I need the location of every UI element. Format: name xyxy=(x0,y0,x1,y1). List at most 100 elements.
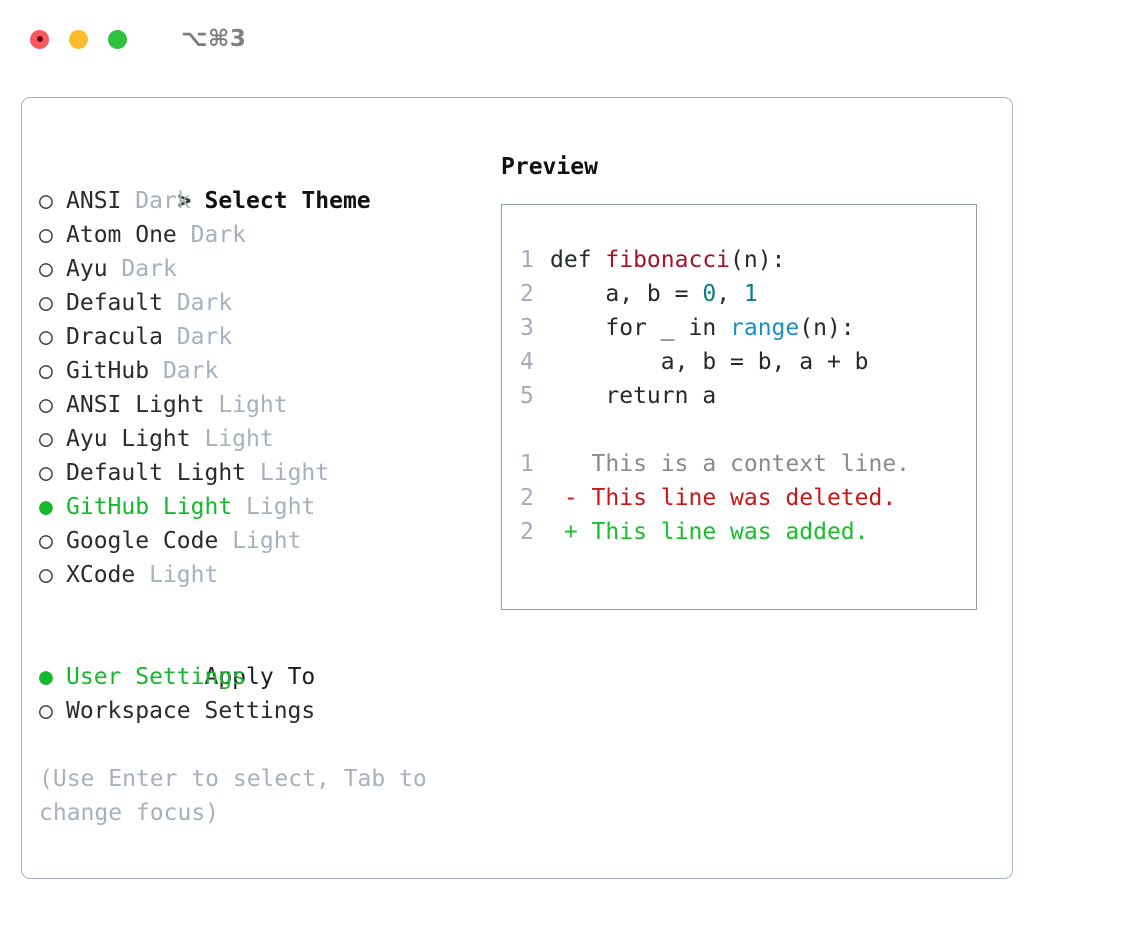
radio-unselected-icon: ○ xyxy=(39,528,53,554)
theme-option-label: ANSI Light xyxy=(66,392,205,418)
radio-unselected-icon: ○ xyxy=(39,358,53,384)
code-line-number: 3 xyxy=(520,315,534,341)
theme-option-label: ANSI xyxy=(66,188,122,214)
minimize-window-icon[interactable] xyxy=(69,29,88,49)
diff-line-text: This is a context line. xyxy=(591,451,911,477)
code-token-plain: (n): xyxy=(799,315,855,341)
close-window-icon[interactable] xyxy=(30,29,49,49)
radio-unselected-icon: ○ xyxy=(39,290,53,316)
radio-unselected-icon: ○ xyxy=(39,562,53,588)
keyboard-hint-text: (Use Enter to select, Tab to change focu… xyxy=(39,766,441,826)
theme-option-label: Google Code xyxy=(66,528,219,554)
code-token-plain: (n): xyxy=(730,247,786,273)
apply-to-header-label: Apply To xyxy=(204,664,316,690)
theme-option-default[interactable]: ○Default Dark xyxy=(39,286,489,320)
code-token-plain: def xyxy=(550,247,606,273)
code-line-number: 1 xyxy=(520,247,534,273)
theme-option-label: Default Light xyxy=(66,460,247,486)
theme-option-ansi[interactable]: ○ANSI Dark xyxy=(39,184,489,218)
apply-to-header: Apply To xyxy=(39,626,489,690)
theme-option-category: Light xyxy=(259,460,330,486)
theme-option-category: Dark xyxy=(135,188,191,214)
select-theme-header: >Select Theme xyxy=(39,150,489,214)
diff-sign: + xyxy=(550,519,592,545)
code-token-plain: for _ in xyxy=(550,315,731,341)
theme-selector-column: >Select Theme ○ANSI Dark○Atom One Dark○A… xyxy=(39,150,489,830)
theme-option-category: Dark xyxy=(162,358,219,384)
spacer-before-apply-to xyxy=(39,592,489,626)
select-theme-header-label: Select Theme xyxy=(204,188,371,214)
theme-option-dracula[interactable]: ○ Dracula Dark xyxy=(39,320,489,354)
theme-option-category: Light xyxy=(232,528,302,554)
radio-selected-icon: ● xyxy=(39,664,53,690)
code-token-num: 0 xyxy=(702,281,717,307)
code-line: 2 a, b = 0, 1 xyxy=(520,277,976,311)
theme-list: ○ANSI Dark○Atom One Dark○Ayu Dark○Defaul… xyxy=(39,184,489,592)
diff-sample-block: 1 This is a context line.2 - This line w… xyxy=(520,447,976,549)
code-token-plain: a, b = xyxy=(550,281,703,307)
keyboard-shortcut-label: ⌥⌘3 xyxy=(181,26,247,52)
maximize-window-icon[interactable] xyxy=(108,29,127,49)
theme-option-label: Ayu xyxy=(66,256,108,282)
apply-to-option-user-settings[interactable]: ● User Settings xyxy=(39,660,489,694)
theme-option-label: GitHub Light xyxy=(66,494,233,520)
theme-option-category: Dark xyxy=(176,324,233,350)
apply-to-option-label: User Settings xyxy=(66,664,247,690)
theme-option-atom-one[interactable]: ○ Atom One Dark xyxy=(39,218,489,252)
code-token-func: fibonacci xyxy=(605,247,731,273)
theme-option-category: Light xyxy=(204,426,274,452)
code-token-plain: , xyxy=(716,281,744,307)
theme-option-category: Dark xyxy=(190,222,247,248)
apply-to-option-label: Workspace Settings xyxy=(66,698,316,724)
radio-unselected-icon: ○ xyxy=(39,222,53,248)
theme-option-xcode[interactable]: ○ XCode Light xyxy=(39,558,489,592)
title-bar: ⌥⌘3 xyxy=(0,0,1140,78)
code-line-number: 4 xyxy=(520,349,534,375)
diff-line-number: 2 xyxy=(520,519,534,545)
diff-line-ctx: 1 This is a context line. xyxy=(520,447,976,481)
code-line-number: 5 xyxy=(520,383,534,409)
theme-option-github[interactable]: ○ GitHub Dark xyxy=(39,354,489,388)
radio-unselected-icon: ○ xyxy=(39,392,53,418)
theme-option-label: Atom One xyxy=(66,222,177,248)
code-token-built: range xyxy=(730,315,800,341)
theme-option-github-light[interactable]: ●GitHub Light Light xyxy=(39,490,489,524)
radio-unselected-icon: ○ xyxy=(39,256,53,282)
apply-to-option-workspace-settings[interactable]: ○Workspace Settings xyxy=(39,694,489,728)
code-token-plain: return a xyxy=(550,383,717,409)
window-controls xyxy=(30,29,127,49)
theme-option-label: Dracula xyxy=(66,324,163,350)
theme-option-category: Light xyxy=(149,562,219,588)
diff-line-text: This line was added. xyxy=(591,519,869,545)
code-line: 1 def fibonacci(n): xyxy=(520,243,976,277)
spacer-before-hint xyxy=(39,728,489,762)
diff-sign: - xyxy=(550,485,592,511)
theme-option-google-code[interactable]: ○ Google Code Light xyxy=(39,524,489,558)
radio-selected-icon: ● xyxy=(39,494,53,520)
theme-option-label: GitHub xyxy=(66,358,150,384)
theme-option-category: Light xyxy=(218,392,288,418)
theme-option-ayu-light[interactable]: ○Ayu Light Light xyxy=(39,422,489,456)
code-line: 4 a, b = b, a + b xyxy=(520,345,976,379)
theme-option-label: Ayu Light xyxy=(66,426,191,452)
radio-unselected-icon: ○ xyxy=(39,324,53,350)
theme-option-default-light[interactable]: ○Default Light Light xyxy=(39,456,489,490)
theme-option-label: XCode xyxy=(66,562,136,588)
diff-line-number: 2 xyxy=(520,485,534,511)
main-panel: >Select Theme ○ANSI Dark○Atom One Dark○A… xyxy=(21,97,1013,879)
code-token-plain: a, b = b, a + b xyxy=(550,349,869,375)
preview-title: Preview xyxy=(501,154,598,180)
diff-line-del: 2 - This line was deleted. xyxy=(520,481,976,515)
apply-to-list: ● User Settings ○Workspace Settings xyxy=(39,660,489,728)
theme-option-ansi-light[interactable]: ○ ANSI Light Light xyxy=(39,388,489,422)
diff-line-text: This line was deleted. xyxy=(591,485,897,511)
theme-option-ayu[interactable]: ○Ayu Dark xyxy=(39,252,489,286)
code-diff-spacer xyxy=(520,413,976,447)
diff-line-add: 2 + This line was added. xyxy=(520,515,976,549)
code-line-number: 2 xyxy=(520,281,534,307)
panel-columns: >Select Theme ○ANSI Dark○Atom One Dark○A… xyxy=(22,98,1012,878)
code-line: 3 for _ in range(n): xyxy=(520,311,976,345)
